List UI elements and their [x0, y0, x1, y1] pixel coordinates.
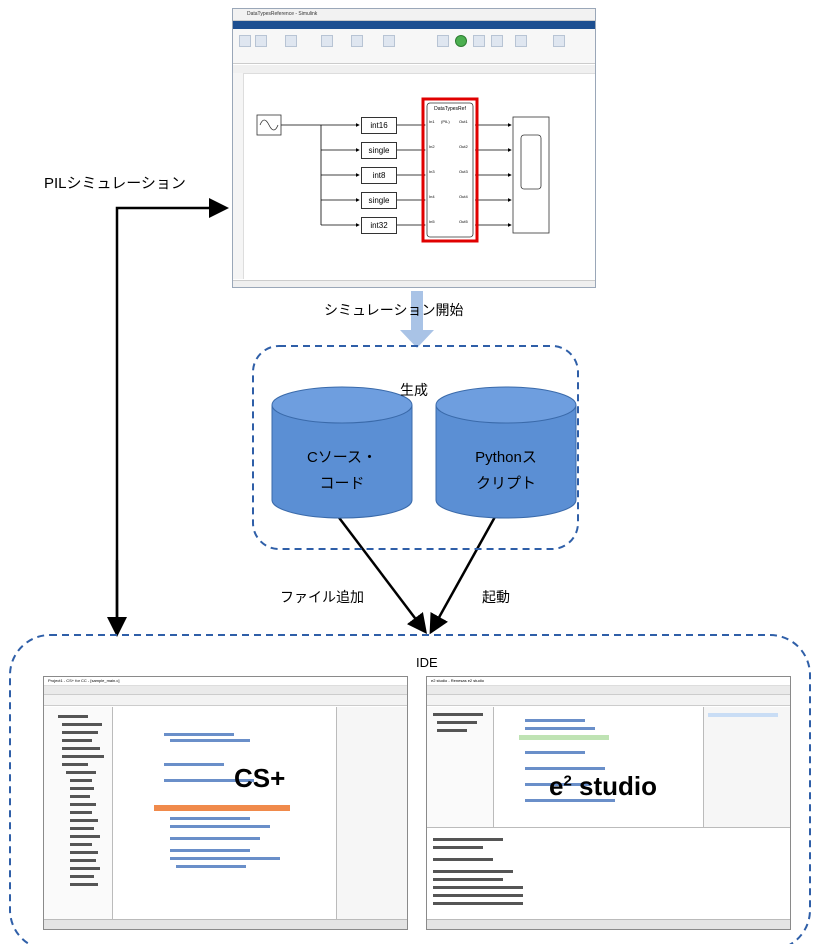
- python-script-line1: Pythonス: [475, 449, 537, 466]
- type-block-single-2[interactable]: single: [361, 192, 397, 209]
- out-port-2: Out2: [459, 144, 468, 149]
- pil-highlight-frame: [421, 97, 479, 243]
- simulation-start-label: シミュレーション開始: [324, 302, 464, 318]
- generate-label: 生成: [400, 382, 428, 398]
- csplus-toolbar: [44, 695, 407, 706]
- out-port-1: Out1: [459, 119, 468, 124]
- e2studio-logo: e2 studio: [549, 771, 657, 802]
- logic-analyzer-icon[interactable]: [553, 35, 565, 47]
- out-port-5: Out5: [459, 219, 468, 224]
- in-port-4: In4: [429, 194, 435, 199]
- e2studio-logo-e: e: [549, 771, 564, 801]
- stop-icon[interactable]: [491, 35, 503, 47]
- generation-box: [252, 345, 579, 550]
- e2studio-logo-studio: studio: [571, 771, 658, 801]
- python-script-label: Pythonス クリプト: [454, 445, 558, 497]
- c-source-cylinder: [271, 386, 413, 519]
- csplus-menu-bar: [44, 686, 407, 695]
- c-source-label: Cソース・ コード: [290, 445, 394, 497]
- csplus-highlight-line: [154, 805, 290, 811]
- subsystem-title: DataTypesRef: [434, 106, 466, 112]
- file-add-label: ファイル追加: [280, 589, 364, 605]
- ide-label: IDE: [416, 655, 438, 670]
- step-back-icon[interactable]: [437, 35, 449, 47]
- step-forward-icon[interactable]: [473, 35, 485, 47]
- c-source-line1: Cソース・: [306, 449, 378, 466]
- type-block-int8[interactable]: int8: [361, 167, 397, 184]
- breadcrumb-bar: [233, 65, 595, 74]
- launch-arrow: [429, 514, 498, 635]
- e2studio-status-bar: [427, 919, 790, 929]
- library-icon[interactable]: [285, 35, 297, 47]
- e2studio-menu-bar: [427, 686, 790, 695]
- new-icon[interactable]: [239, 35, 251, 47]
- type-block-int32[interactable]: int32: [361, 217, 397, 234]
- e2studio-current-line: [519, 735, 609, 740]
- open-icon[interactable]: [255, 35, 267, 47]
- file-add-arrow: [336, 514, 428, 634]
- out-port-4: Out4: [459, 194, 468, 199]
- subsystem-sub: (PIL): [441, 119, 450, 124]
- pil-subsystem-block[interactable]: [426, 102, 474, 238]
- in-port-3: In3: [429, 169, 435, 174]
- e2studio-editor: [495, 707, 701, 827]
- csplus-project-tree: [44, 707, 113, 919]
- simulation-start-arrow: [400, 291, 434, 348]
- python-script-line2: クリプト: [475, 475, 536, 492]
- e2studio-window: e2 studio - Renesas e2 studio e2 studio: [426, 676, 791, 930]
- simulink-title-bar: DataTypesReference - Simulink: [233, 9, 595, 21]
- left-palette: [233, 73, 244, 279]
- simulink-status-bar: [233, 280, 595, 287]
- ide-box: [9, 634, 811, 944]
- log-signals-icon[interactable]: [321, 35, 333, 47]
- pil-arrow: [115, 198, 229, 625]
- run-icon[interactable]: [455, 35, 467, 47]
- csplus-status-bar: [44, 919, 407, 929]
- launch-label: 起動: [482, 589, 510, 605]
- data-inspector-2-icon[interactable]: [515, 35, 527, 47]
- csplus-window: Project1 - CS+ for CC - [sample_main.c]: [43, 676, 408, 930]
- csplus-watch-panel: [336, 707, 407, 919]
- e2studio-project-explorer: [427, 707, 494, 827]
- in-port-2: In2: [429, 144, 435, 149]
- out-port-3: Out3: [459, 169, 468, 174]
- simulink-window: DataTypesReference - Simulink: [232, 8, 596, 288]
- c-source-line2: コード: [319, 475, 365, 492]
- simulink-wires: [256, 97, 550, 243]
- csplus-editor: [114, 707, 334, 919]
- simulink-canvas: int16 single int8 single int32 DataTypes…: [245, 77, 581, 265]
- in-port-1: In1: [429, 119, 435, 124]
- e2studio-toolbar: [427, 695, 790, 706]
- simulink-ribbon-tabs: [233, 21, 595, 29]
- simulink-ribbon: [233, 29, 595, 64]
- type-block-int16[interactable]: int16: [361, 117, 397, 134]
- type-block-single-1[interactable]: single: [361, 142, 397, 159]
- csplus-title-bar: Project1 - CS+ for CC - [sample_main.c]: [44, 677, 407, 686]
- csplus-logo: CS+: [234, 763, 286, 793]
- in-port-5: In5: [429, 219, 435, 224]
- e2studio-outline-panel: [703, 707, 790, 827]
- e2studio-console: [427, 827, 790, 920]
- python-script-cylinder: [435, 386, 577, 519]
- pil-label: PILシミュレーション: [44, 175, 186, 192]
- e2studio-logo-superscript: 2: [563, 772, 572, 790]
- data-inspector-icon[interactable]: [383, 35, 395, 47]
- add-viewer-icon[interactable]: [351, 35, 363, 47]
- e2studio-title-bar: e2 studio - Renesas e2 studio: [427, 677, 790, 686]
